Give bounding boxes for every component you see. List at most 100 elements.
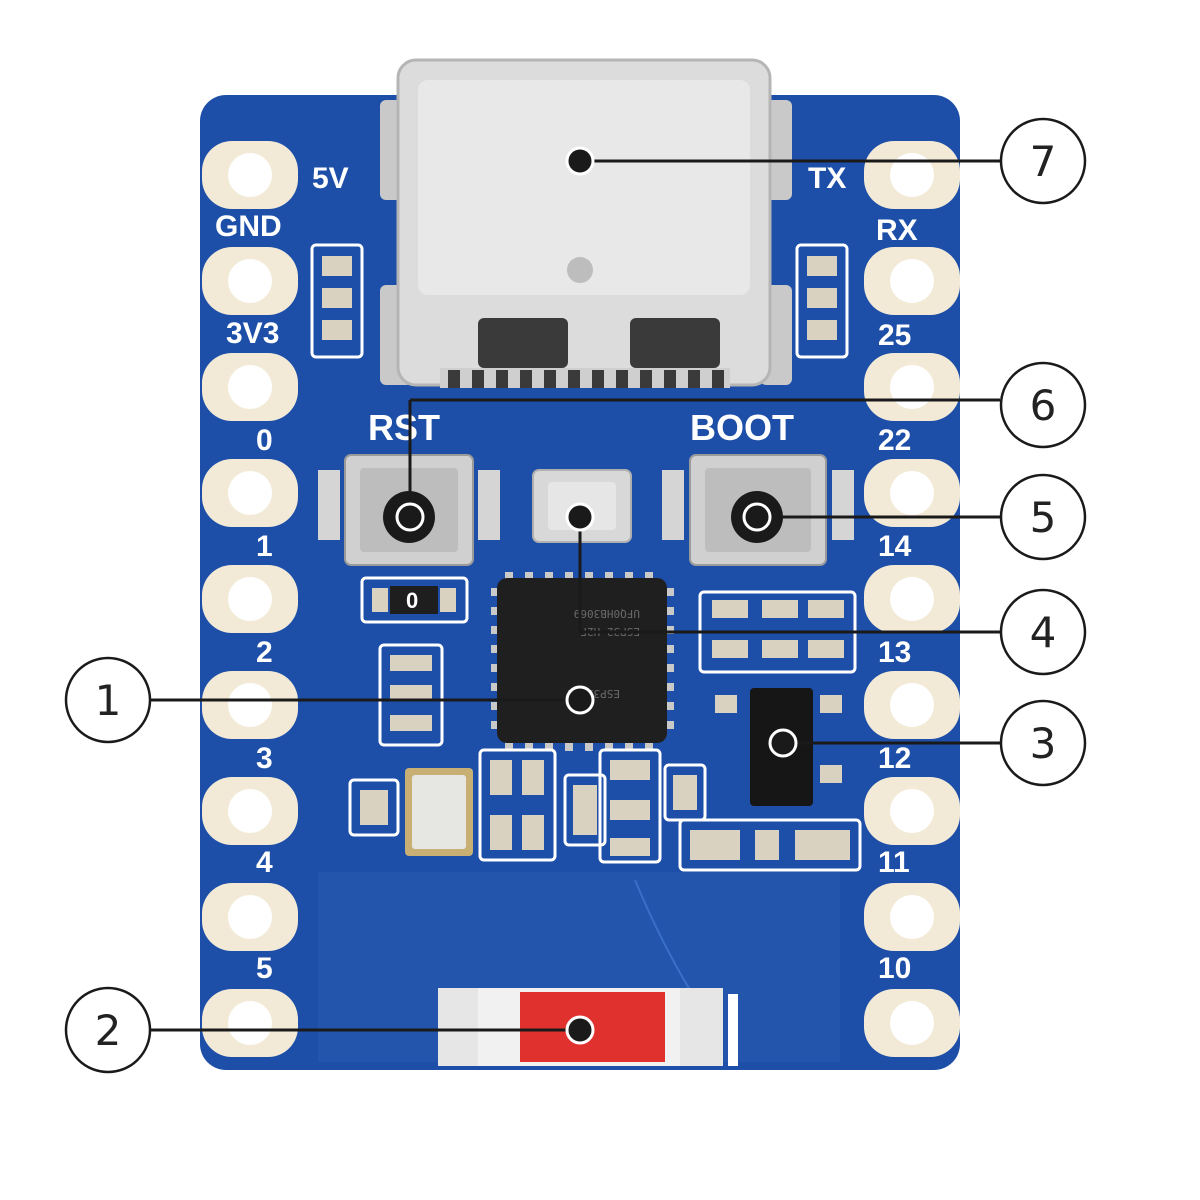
right-pad [864, 459, 960, 527]
usb-pin [496, 370, 508, 388]
usb-pin [544, 370, 556, 388]
smd-pads [360, 600, 850, 860]
chip-pin [645, 741, 653, 751]
chip-pin [664, 588, 674, 596]
pin-label-22: 22 [878, 424, 911, 457]
chip-pin [664, 607, 674, 615]
esp32-h2-chip: ESP32-H2 UFQ0HB3069 ESP32-H2F [491, 572, 674, 751]
pin-label-0: 0 [256, 424, 273, 457]
callout-5: 5 [999, 473, 1087, 561]
chip-pin [545, 572, 553, 582]
right-pad [864, 883, 960, 951]
chip-pin [605, 572, 613, 582]
callout-2-number: 2 [95, 1006, 122, 1055]
rst-button-label: RST [368, 407, 440, 448]
pin-label-4: 4 [256, 846, 273, 879]
callout-lines [150, 159, 1000, 1032]
chip-pin [664, 702, 674, 710]
callout-1: 1 [64, 656, 152, 744]
usb-pin [616, 370, 628, 388]
chip-pin [491, 702, 501, 710]
led-footprints-right [795, 243, 849, 359]
chip-pin [605, 741, 613, 751]
usb-pin [688, 370, 700, 388]
callout-7: 7 [999, 117, 1087, 205]
callout-1-number: 1 [95, 676, 122, 725]
chip-pin [505, 741, 513, 751]
left-pad [202, 459, 298, 527]
pin-label-10: 10 [878, 952, 911, 985]
usb-pin [448, 370, 460, 388]
usb-pin [592, 370, 604, 388]
left-pad [202, 671, 298, 739]
pin-label-2: 2 [256, 636, 273, 669]
pin-label-3v3: 3V3 [226, 317, 279, 350]
pin-label-5: 5 [256, 952, 273, 985]
left-pad [202, 777, 298, 845]
chip-pin [664, 721, 674, 729]
left-pin-labels: 5V GND 3V3 0 1 2 3 4 5 [215, 162, 349, 985]
callout-4-number: 4 [1030, 608, 1057, 657]
chip-pin [491, 664, 501, 672]
resistor-marking: 0 [406, 588, 418, 613]
chip-pin [585, 741, 593, 751]
right-pad [864, 777, 960, 845]
right-pad [864, 565, 960, 633]
left-pad-column [202, 141, 298, 1057]
chip-pin [664, 645, 674, 653]
usb-pin [664, 370, 676, 388]
pin-label-tx: TX [808, 162, 846, 195]
zero-ohm-resistor: 0 [360, 576, 469, 624]
pin-label-rx: RX [876, 214, 918, 247]
right-pad [864, 353, 960, 421]
callout-5-number: 5 [1030, 493, 1057, 542]
chip-pin [491, 721, 501, 729]
usb-pin [568, 370, 580, 388]
right-pad [864, 141, 960, 209]
chip-pin [491, 588, 501, 596]
right-pad [864, 989, 960, 1057]
right-pad-column [864, 141, 960, 1057]
pin-label-5v: 5V [312, 162, 349, 195]
right-pad [864, 671, 960, 739]
pin-label-14: 14 [878, 530, 912, 563]
callout-6: 6 [999, 361, 1087, 449]
crystal-oscillator [405, 768, 473, 856]
led-footprints-left [310, 243, 364, 359]
usb-pin [712, 370, 724, 388]
chip-pin [525, 572, 533, 582]
chip-pin [565, 572, 573, 582]
chip-pin [645, 572, 653, 582]
chip-pin [525, 741, 533, 751]
pin-label-25: 25 [878, 319, 911, 352]
pin-label-1: 1 [256, 530, 273, 563]
chip-pin [664, 626, 674, 634]
chip-pin [545, 741, 553, 751]
pin-label-12: 12 [878, 742, 911, 775]
chip-pin [664, 664, 674, 672]
callout-2: 2 [64, 986, 152, 1074]
chip-pin [625, 572, 633, 582]
callout-3: 3 [999, 699, 1087, 787]
pin-label-3: 3 [256, 742, 273, 775]
chip-pin [491, 607, 501, 615]
right-pin-labels: TX RX 25 22 14 13 12 11 10 [808, 162, 918, 985]
left-pad [202, 247, 298, 315]
pin-label-11: 11 [878, 846, 910, 879]
callout-6-number: 6 [1030, 381, 1057, 430]
callout-7-number: 7 [1030, 137, 1057, 186]
pin-label-13: 13 [878, 636, 911, 669]
chip-pin [505, 572, 513, 582]
chip-pin [565, 741, 573, 751]
callout-dots [395, 146, 798, 1045]
usb-pin [520, 370, 532, 388]
usb-pin [640, 370, 652, 388]
pin-label-gnd: GND [215, 210, 282, 243]
callout-4: 4 [999, 588, 1087, 676]
chip-pin [491, 626, 501, 634]
usb-pin [472, 370, 484, 388]
chip-pin [491, 683, 501, 691]
left-pad [202, 565, 298, 633]
